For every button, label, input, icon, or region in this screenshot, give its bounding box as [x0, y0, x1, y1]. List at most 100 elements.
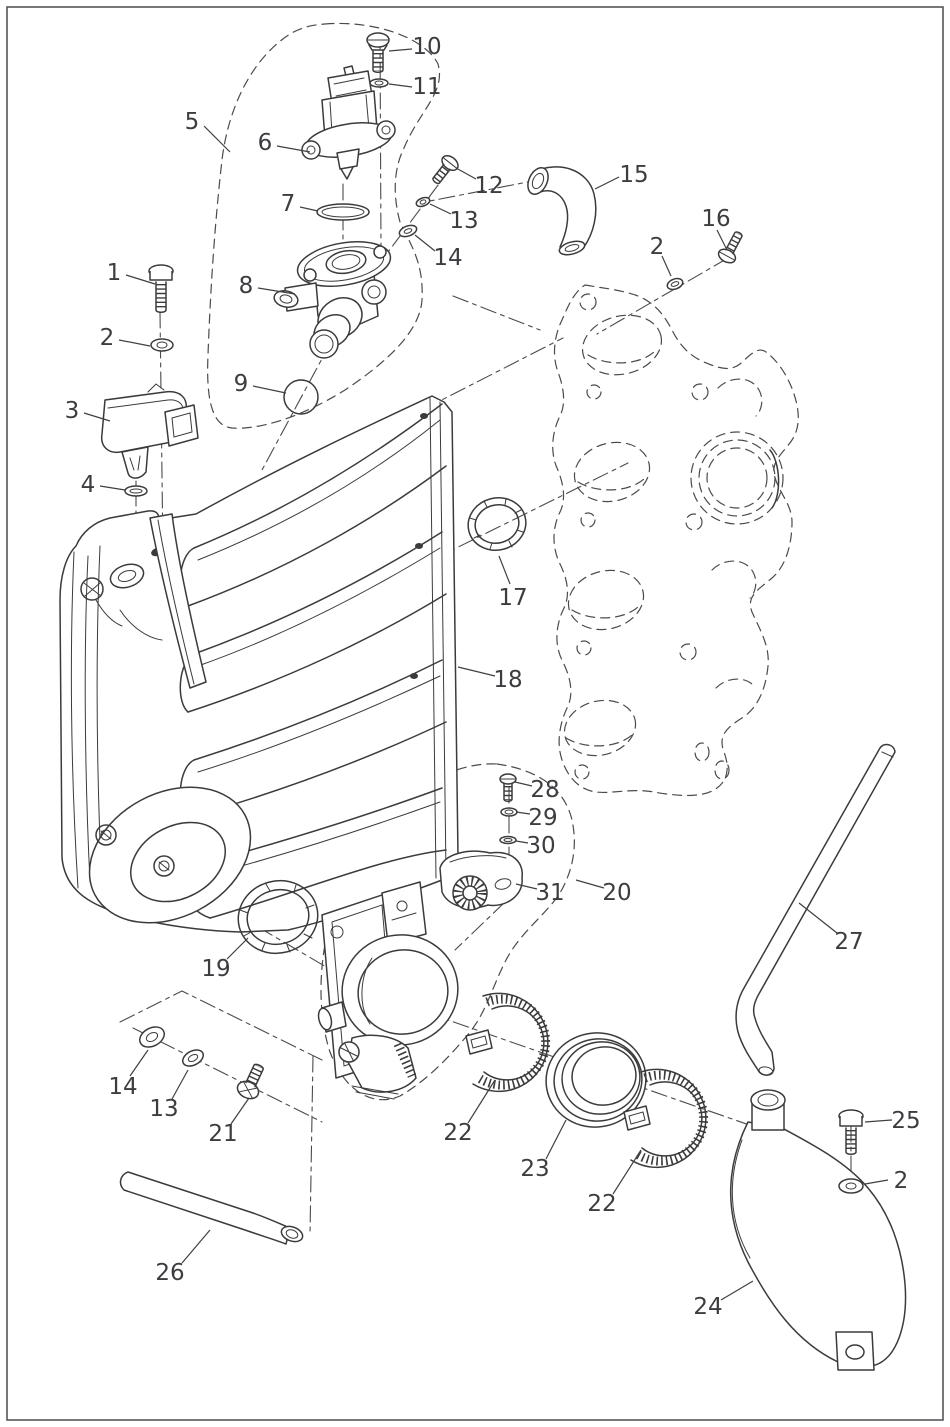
seal-ring [467, 497, 527, 551]
callout-label-2: 2 [100, 325, 115, 351]
callout-label-10: 10 [412, 34, 441, 60]
group-boundary-5 [207, 22, 440, 429]
callout-label-8: 8 [239, 273, 254, 299]
leader-line-22 [612, 1149, 642, 1195]
callout-label-28: 28 [530, 777, 559, 803]
screw [366, 32, 390, 73]
callout-label-6: 6 [258, 130, 273, 156]
leader-line-4 [99, 485, 126, 491]
leader-line-19 [226, 937, 249, 960]
page-border [6, 6, 944, 1421]
callout-label-23: 23 [520, 1156, 549, 1182]
throttle-position-sensor [439, 850, 523, 911]
o-ring [398, 224, 418, 238]
leader-line-29 [515, 811, 531, 815]
leader-line-9 [252, 385, 287, 394]
callout-label-22: 22 [587, 1191, 616, 1217]
callout-label-30: 30 [526, 833, 555, 859]
assembly-center-lines [102, 32, 852, 1341]
leader-line-6 [276, 145, 311, 153]
washer [499, 835, 517, 845]
callout-label-3: 3 [65, 398, 80, 424]
callout-label-2: 2 [650, 234, 665, 260]
leader-line-22 [467, 1079, 496, 1124]
leader-line-11 [388, 83, 413, 88]
callout-label-16: 16 [701, 206, 730, 232]
plug-grommet [283, 379, 319, 415]
callout-label-9: 9 [234, 371, 249, 397]
leader-line-7 [299, 206, 319, 212]
hose-clamp [465, 992, 551, 1093]
leader-line-13 [171, 1069, 189, 1100]
callout-label-12: 12 [474, 173, 503, 199]
washer [666, 277, 684, 291]
iac-valve [301, 65, 396, 180]
callout-label-20: 20 [602, 880, 631, 906]
leader-line-10 [388, 48, 413, 52]
leader-line-2 [864, 1179, 889, 1185]
leader-line-20 [575, 879, 605, 889]
leader-line-26 [181, 1229, 211, 1264]
leader-line-28 [514, 781, 533, 787]
seal-ring [237, 879, 319, 955]
callout-label-27: 27 [834, 929, 863, 955]
washer [838, 1178, 864, 1194]
leader-line-24 [720, 1280, 754, 1301]
callout-label-24: 24 [693, 1294, 722, 1320]
leader-line-8 [257, 287, 296, 295]
callout-label-14: 14 [433, 245, 462, 271]
screw [432, 154, 459, 185]
callout-label-13: 13 [449, 208, 478, 234]
leader-line-31 [515, 883, 538, 890]
leader-line-5 [203, 125, 231, 153]
air-duct [729, 1089, 907, 1371]
hose-clamp [623, 1068, 709, 1169]
leader-line-2 [661, 255, 672, 277]
leader-line-2 [118, 339, 151, 347]
callout-label-25: 25 [891, 1108, 920, 1134]
screw [499, 773, 517, 802]
callout-label-26: 26 [155, 1260, 184, 1286]
valve-flange [273, 241, 392, 359]
callout-label-15: 15 [619, 162, 648, 188]
leader-line-30 [515, 840, 529, 844]
leader-line-13 [429, 203, 452, 215]
screw [236, 1063, 264, 1100]
callout-label-11: 11 [412, 74, 441, 100]
bolt [838, 1109, 864, 1155]
leader-line-14 [414, 234, 436, 252]
leader-line-25 [864, 1119, 893, 1123]
washer [150, 338, 174, 352]
throttle-body [317, 881, 459, 1100]
callout-label-14: 14 [108, 1074, 137, 1100]
leader-line-16 [716, 229, 727, 249]
screw [717, 231, 743, 264]
leader-line-17 [498, 555, 511, 585]
callout-label-31: 31 [535, 880, 564, 906]
callout-label-2: 2 [894, 1168, 909, 1194]
callout-label-19: 19 [201, 956, 230, 982]
cylinder-head-outline [552, 284, 799, 797]
callout-label-5: 5 [185, 109, 200, 135]
washer [500, 807, 518, 817]
callout-label-7: 7 [281, 191, 296, 217]
leader-line-21 [230, 1097, 250, 1125]
callout-label-1: 1 [107, 260, 122, 286]
leader-line-15 [594, 176, 620, 190]
gasket [316, 203, 370, 221]
leader-line-23 [545, 1119, 567, 1160]
washer [181, 1049, 205, 1067]
callout-label-13: 13 [149, 1096, 178, 1122]
breather-hose [119, 1171, 304, 1245]
leader-line-27 [798, 902, 838, 934]
callout-label-4: 4 [81, 472, 96, 498]
leader-line-1 [125, 274, 156, 285]
bolt [148, 264, 174, 313]
callout-label-17: 17 [498, 585, 527, 611]
leader-line-12 [455, 167, 477, 180]
leader-line-14 [129, 1049, 149, 1077]
map-sensor [100, 383, 199, 479]
callout-label-18: 18 [493, 667, 522, 693]
